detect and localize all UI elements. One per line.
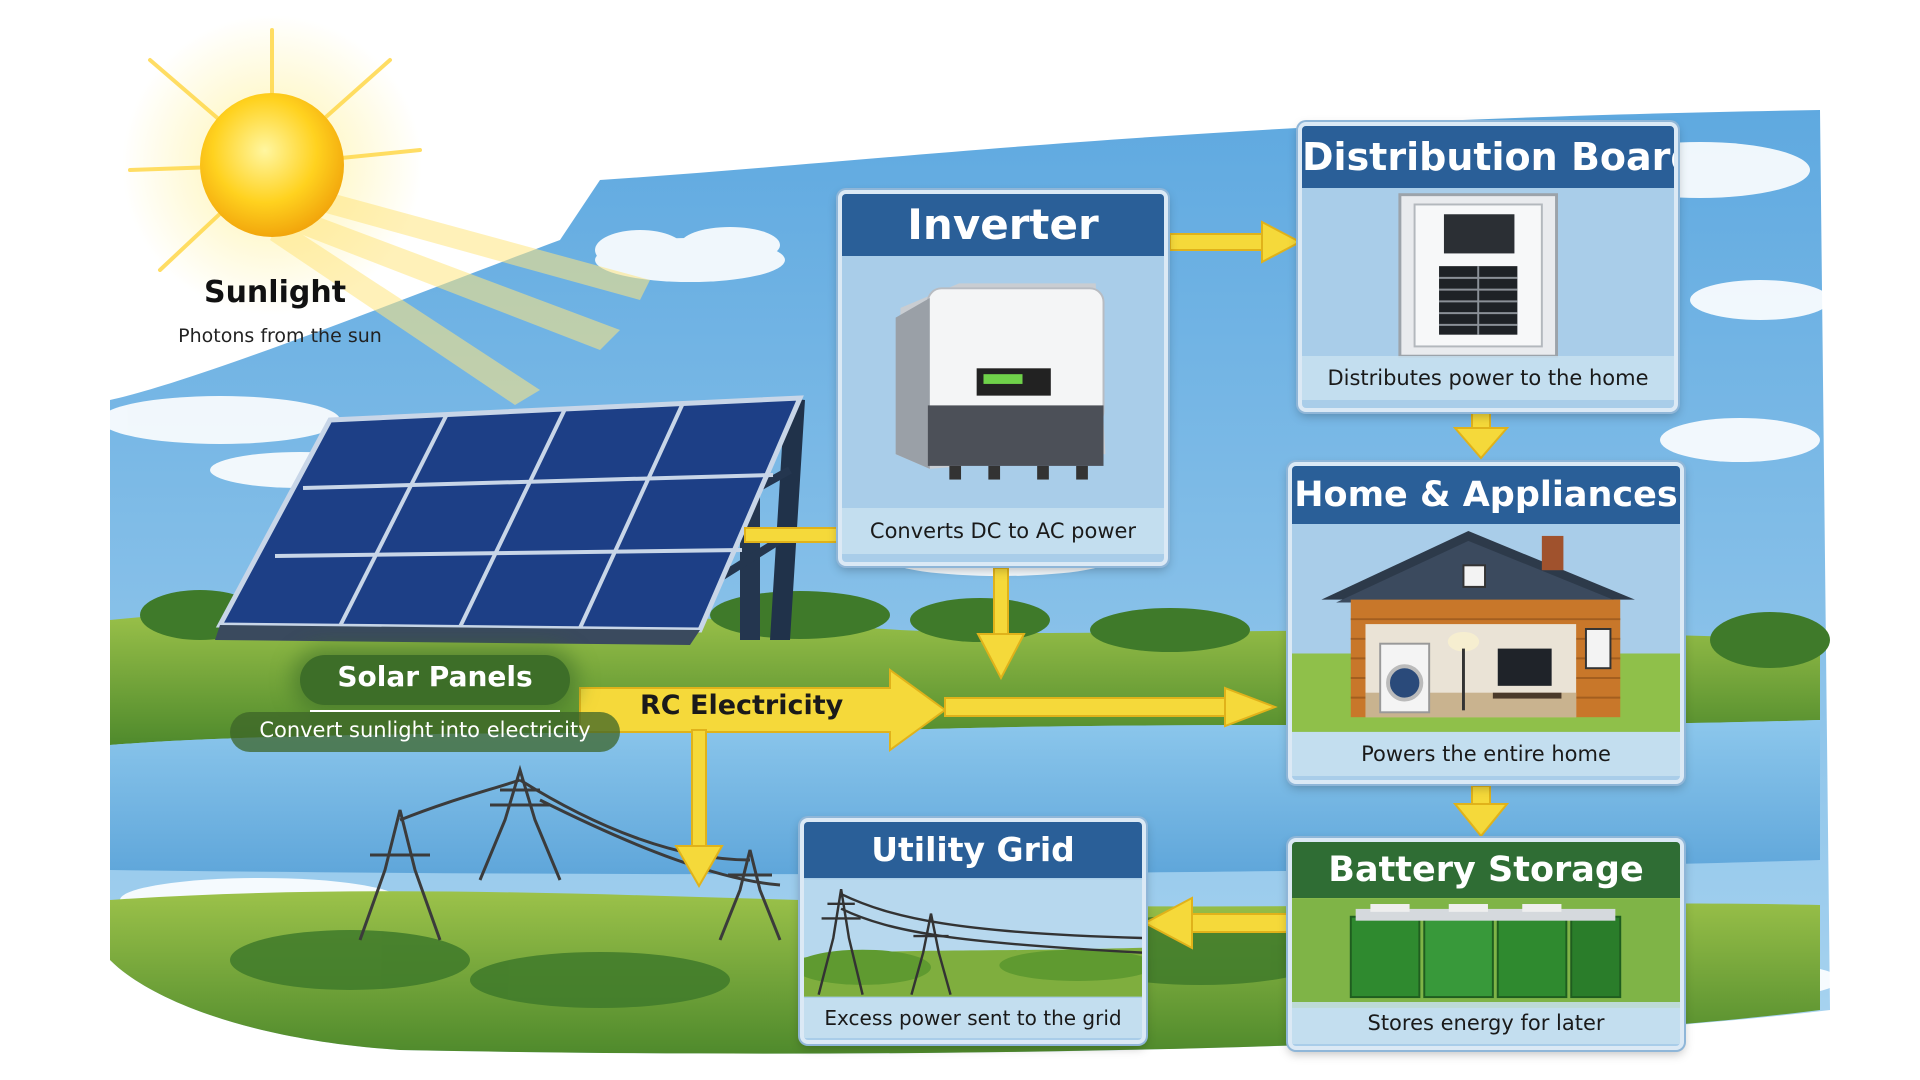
battery-storage-card: Battery Storage Stores energy for later <box>1288 838 1684 1050</box>
breaker-panel-icon <box>1398 193 1558 358</box>
house-icon <box>1292 531 1680 732</box>
solar-panels-divider <box>310 710 560 712</box>
battery-storage-caption: Stores energy for later <box>1292 1002 1680 1044</box>
inverter-card: Inverter Converts DC to AC power <box>838 190 1168 566</box>
inverter-icon <box>895 283 1106 480</box>
distribution-board-title: Distribution Board <box>1302 126 1674 188</box>
solar-panels-label-bg <box>300 655 570 705</box>
utility-grid-image <box>804 878 1142 998</box>
distribution-board-image <box>1302 188 1674 358</box>
sunlight-subtitle: Photons from the sun <box>178 325 382 347</box>
utility-grid-card: Utility Grid Excess power sent to the gr… <box>800 818 1146 1044</box>
rc-electricity-label: RC Electricity <box>640 690 844 721</box>
inverter-caption: Converts DC to AC power <box>842 508 1164 554</box>
solar-panels-title: Solar Panels <box>337 660 533 693</box>
solar-panels-subtitle-bg <box>230 712 620 752</box>
sun-icon <box>122 15 650 405</box>
battery-icon <box>1292 899 1680 1007</box>
utility-grid-title: Utility Grid <box>804 822 1142 878</box>
power-tower-icon <box>358 764 782 941</box>
home-appliances-title: Home & Appliances <box>1292 466 1680 524</box>
utility-grid-caption: Excess power sent to the grid <box>804 998 1142 1038</box>
distribution-board-caption: Distributes power to the home <box>1302 356 1674 400</box>
solar-panel-icon <box>215 395 805 645</box>
battery-storage-image <box>1292 898 1680 1008</box>
distribution-board-card: Distribution Board Distributes power to … <box>1298 122 1678 412</box>
power-tower-icon <box>804 879 1142 997</box>
inverter-title: Inverter <box>842 194 1164 256</box>
home-appliances-caption: Powers the entire home <box>1292 732 1680 776</box>
inverter-image <box>842 256 1164 506</box>
home-appliances-image <box>1292 524 1680 734</box>
home-appliances-card: Home & Appliances Powers the entire <box>1288 462 1684 784</box>
battery-storage-title: Battery Storage <box>1292 842 1680 898</box>
solar-panels-subtitle: Convert sunlight into electricity <box>259 718 591 742</box>
sunlight-title: Sunlight <box>203 275 347 310</box>
